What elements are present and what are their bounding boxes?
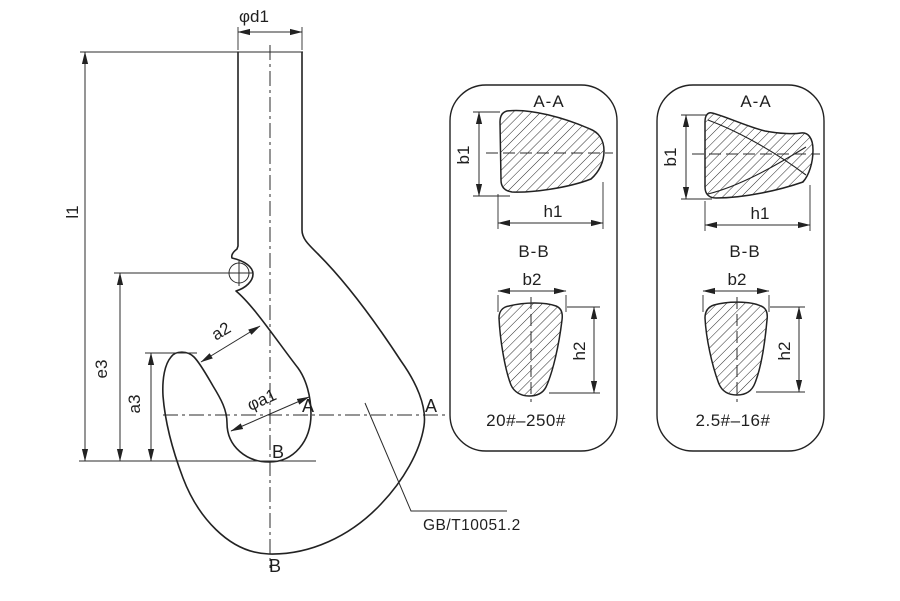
section-mark-a-outer: A	[425, 396, 437, 416]
section-panel-2: A-A b1 h1 B-B b2 h2 2.5#–16#	[656, 84, 825, 452]
leader-standard-ref	[364, 402, 507, 512]
section-mark-b-lower: B	[269, 556, 281, 576]
hook-front-view: φd1 l1 e3 a3 a2 φa1 A A B B GB/T10051.2	[63, 7, 521, 576]
dim-a2	[200, 325, 261, 363]
dim-label-l1: l1	[63, 205, 82, 218]
section-mark-a-inner: A	[302, 396, 314, 416]
panel-2-b2-label: b2	[728, 270, 747, 289]
panel-1-border	[449, 84, 618, 452]
panel-2-aa-inner-line-2	[707, 146, 807, 195]
panel-2-b1-label: b1	[661, 148, 680, 167]
panel-2-size-range: 2.5#–16#	[696, 411, 771, 430]
panel-2-bb-shape	[704, 301, 768, 396]
panel-1-bb-title: B-B	[518, 242, 549, 261]
panel-2-h2-label: h2	[775, 342, 794, 361]
panel-1-aa-shape	[499, 109, 605, 193]
panel-2-aa-inner-line-1	[707, 119, 807, 176]
panel-1-size-range: 20#–250#	[486, 411, 566, 430]
panel-2-h1-label: h1	[751, 204, 770, 223]
dim-label-a3: a3	[125, 395, 144, 414]
panel-1-h2-label: h2	[570, 342, 589, 361]
dim-label-e3: e3	[92, 360, 111, 379]
panel-2-bb-title: B-B	[729, 242, 760, 261]
panel-1-aa-title: A-A	[533, 92, 564, 111]
section-panel-1: A-A b1 h1 B-B b2 h2 20#–250#	[449, 84, 618, 452]
standard-ref-label: GB/T10051.2	[423, 517, 521, 534]
panel-1-h1-label: h1	[544, 202, 563, 221]
dim-label-phi-d1: φd1	[239, 7, 269, 26]
panel-2-border	[656, 84, 825, 452]
panel-1-b2-label: b2	[523, 270, 542, 289]
panel-2-aa-shape	[704, 112, 814, 199]
panel-2-aa-title: A-A	[740, 92, 771, 111]
section-mark-b-upper: B	[272, 442, 284, 462]
hook-outline	[162, 51, 426, 555]
dim-label-phi-a1: φa1	[244, 385, 279, 415]
dim-phi-a1	[230, 396, 310, 432]
panel-1-b1-label: b1	[454, 146, 473, 165]
dim-label-a2: a2	[208, 318, 234, 344]
